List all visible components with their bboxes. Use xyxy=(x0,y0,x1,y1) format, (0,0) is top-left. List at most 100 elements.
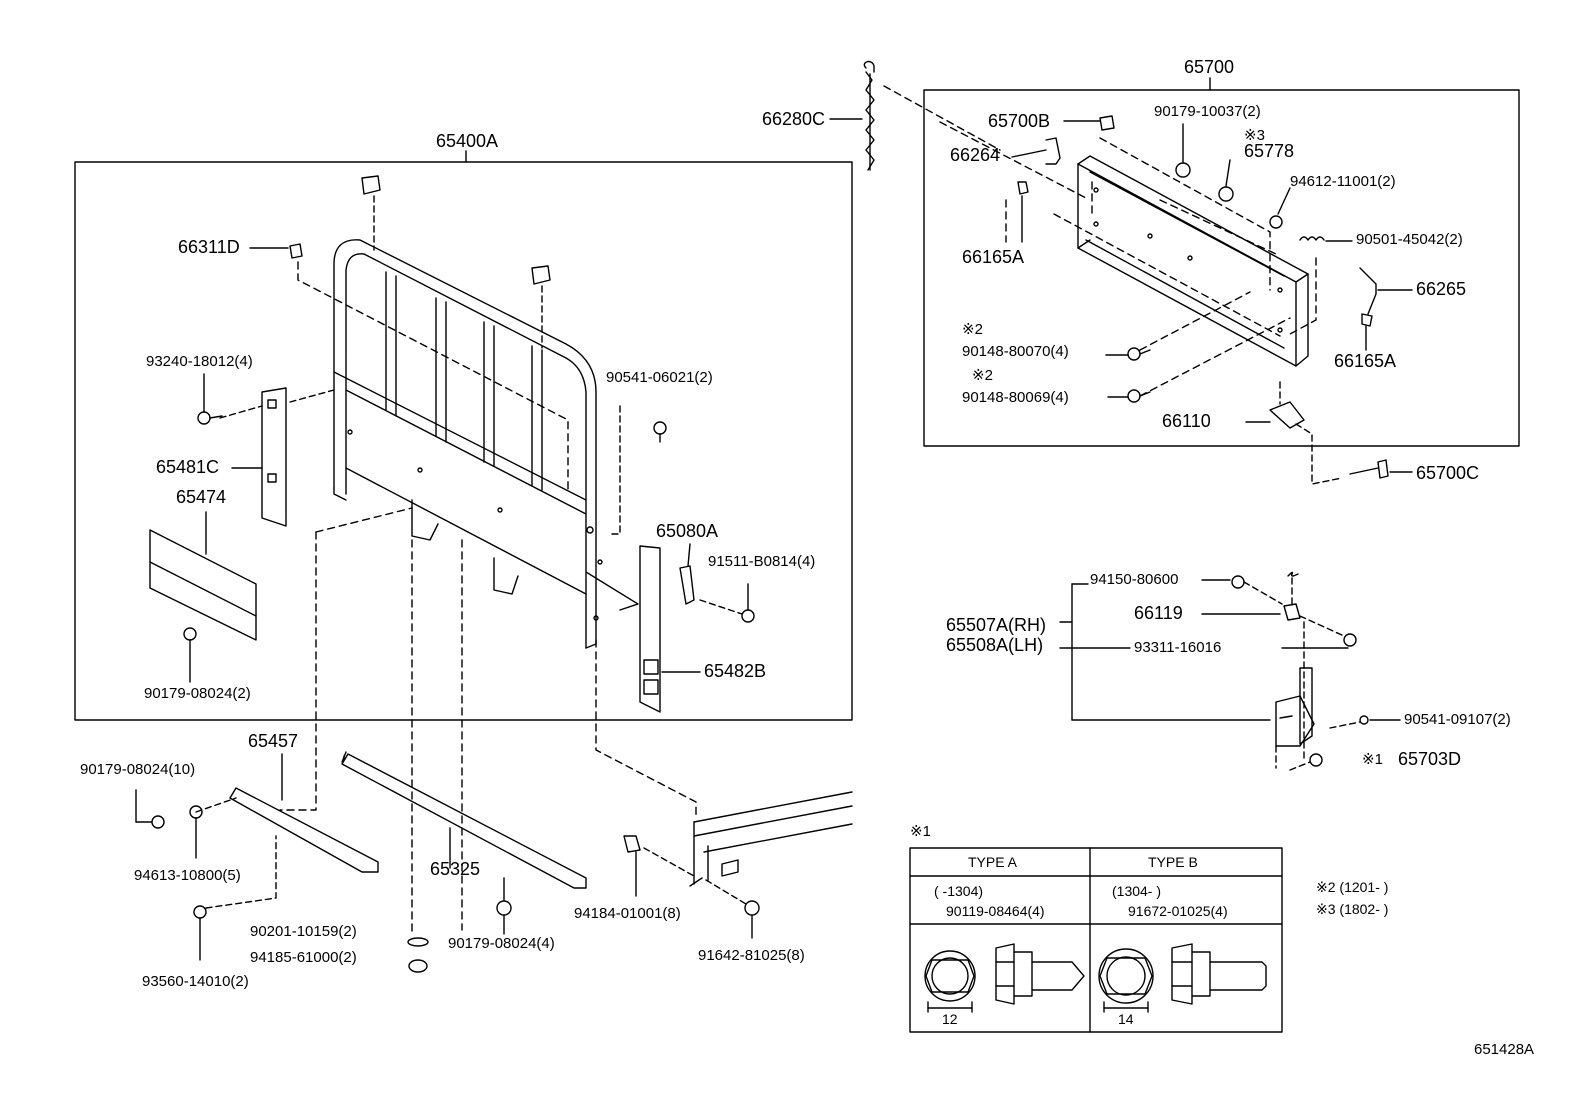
bolt-90148-80070 xyxy=(1127,347,1141,361)
label-65507A: 65507A(RH) xyxy=(946,615,1047,635)
label-90179-08024-4: 90179-08024(4) xyxy=(448,935,555,952)
label-93240-18012: 93240-18012(4) xyxy=(146,353,253,370)
spring-90501 xyxy=(1299,236,1325,241)
washer-90201 xyxy=(407,937,429,947)
table-size-a: 12 xyxy=(942,1011,958,1027)
table-date-a: ( -1304) xyxy=(934,883,984,899)
label-65481C: 65481C xyxy=(156,457,220,477)
side-bracket-group xyxy=(1059,571,1401,771)
label-66165A-2: 66165A xyxy=(1334,351,1397,371)
label-mark1-b: ※1 xyxy=(910,823,931,840)
table-part-a: 90119-08464(4) xyxy=(946,903,1045,919)
label-90541-09107: 90541-09107(2) xyxy=(1404,711,1511,728)
nut-90179-10037 xyxy=(1175,162,1191,178)
table-part-b: 91672-01025(4) xyxy=(1128,903,1228,919)
box-65400A xyxy=(74,161,853,721)
stopper-66165A-2 xyxy=(1361,313,1373,327)
bracket-66264 xyxy=(1045,137,1061,165)
table-size-b: 14 xyxy=(1118,1011,1134,1027)
label-66110: 66110 xyxy=(1162,411,1211,431)
clip-65700B xyxy=(1099,115,1115,131)
plate-65481C xyxy=(261,387,287,527)
label-90179-10037: 90179-10037(2) xyxy=(1154,103,1261,120)
nut-94185 xyxy=(408,959,428,973)
label-65482B: 65482B xyxy=(704,661,767,681)
washer-94612 xyxy=(1269,215,1283,229)
hinge-66110 xyxy=(1269,401,1305,429)
label-mark2-a: ※2 xyxy=(962,321,983,338)
label-94612-11001: 94612-11001(2) xyxy=(1290,173,1396,190)
bolt-90541-06021 xyxy=(653,421,667,435)
label-65325: 65325 xyxy=(430,859,481,879)
footnote-mark2: ※2 (1201- ) xyxy=(1316,879,1389,895)
clip-66311D xyxy=(289,243,303,259)
label-mark1-a: ※1 xyxy=(1362,751,1383,768)
label-65700: 65700 xyxy=(1184,57,1235,77)
label-90501-45042: 90501-45042(2) xyxy=(1356,231,1463,248)
label-65474: 65474 xyxy=(176,487,227,507)
label-91511-B0814: 91511-B0814(4) xyxy=(708,553,816,570)
label-65700C: 65700C xyxy=(1416,463,1480,483)
latch-65080A xyxy=(679,565,695,605)
diagram-id: 651428A xyxy=(1474,1041,1535,1058)
box-65700 xyxy=(923,89,1520,447)
table-type-a: TYPE A xyxy=(968,854,1018,870)
cap-top-1 xyxy=(361,175,381,195)
label-65508A: 65508A(LH) xyxy=(946,635,1044,655)
label-93311-16016: 93311-16016 xyxy=(1134,639,1222,656)
footnote-mark3: ※3 (1802- ) xyxy=(1316,901,1389,917)
label-65778: 65778 xyxy=(1244,141,1295,161)
label-66264: 66264 xyxy=(950,145,1001,165)
rail-65325 xyxy=(341,753,587,889)
fastener-type-table xyxy=(909,847,1283,1033)
washer-65778 xyxy=(1218,186,1234,202)
label-66119: 66119 xyxy=(1134,603,1183,623)
nut-90179-08024-4 xyxy=(496,900,512,916)
headboard-65400A xyxy=(333,239,639,649)
bolt-93240 xyxy=(197,411,211,425)
label-90541-06021: 90541-06021(2) xyxy=(606,369,713,386)
stopper-66165A xyxy=(1017,181,1029,195)
label-mark2-b: ※2 xyxy=(972,367,993,384)
nut-94184 xyxy=(623,835,641,853)
nut-90179-08024-10 xyxy=(151,815,165,829)
label-94185-61000: 94185-61000(2) xyxy=(250,949,357,966)
rod-66265 xyxy=(1359,267,1377,315)
panel-65474 xyxy=(149,529,257,641)
label-65400A: 65400A xyxy=(436,131,499,151)
chain-66280C xyxy=(829,60,1001,171)
label-91642-81025: 91642-81025(8) xyxy=(698,947,805,964)
label-93560-14010: 93560-14010(2) xyxy=(142,973,249,990)
label-94613-10800: 94613-10800(5) xyxy=(134,867,241,884)
label-65700B: 65700B xyxy=(988,111,1051,131)
label-90179-08024-2: 90179-08024(2) xyxy=(144,685,251,702)
table-type-b: TYPE B xyxy=(1148,854,1198,870)
label-65080A: 65080A xyxy=(656,521,719,541)
rail-65457 xyxy=(229,787,379,873)
label-65457: 65457 xyxy=(248,731,299,751)
label-66265: 66265 xyxy=(1416,279,1467,299)
bracket-65482B xyxy=(639,545,661,713)
nut-90179-08024 xyxy=(183,627,197,641)
label-94150-80600: 94150-80600 xyxy=(1090,571,1179,588)
cap-top-2 xyxy=(531,265,551,285)
table-date-b: (1304- ) xyxy=(1112,883,1162,899)
bolt-91511 xyxy=(741,609,755,623)
label-65703D: 65703D xyxy=(1398,749,1462,769)
label-90201-10159: 90201-10159(2) xyxy=(250,923,357,940)
label-94184-01001: 94184-01001(8) xyxy=(574,905,681,922)
bolt-93560 xyxy=(193,905,207,919)
label-66280C: 66280C xyxy=(762,109,826,129)
frame-rail xyxy=(689,791,853,887)
label-90148-80070: 90148-80070(4) xyxy=(962,343,1069,360)
bolt-65700C xyxy=(1349,467,1379,475)
bolt-91642 xyxy=(744,900,760,916)
label-90148-80069: 90148-80069(4) xyxy=(962,389,1069,406)
label-66311D: 66311D xyxy=(178,237,240,257)
label-mark3-a: ※3 xyxy=(1244,127,1265,144)
bolt-90148-80069 xyxy=(1127,389,1141,403)
label-90179-08024-10: 90179-08024(10) xyxy=(80,761,196,778)
label-66165A-1: 66165A xyxy=(962,247,1025,267)
